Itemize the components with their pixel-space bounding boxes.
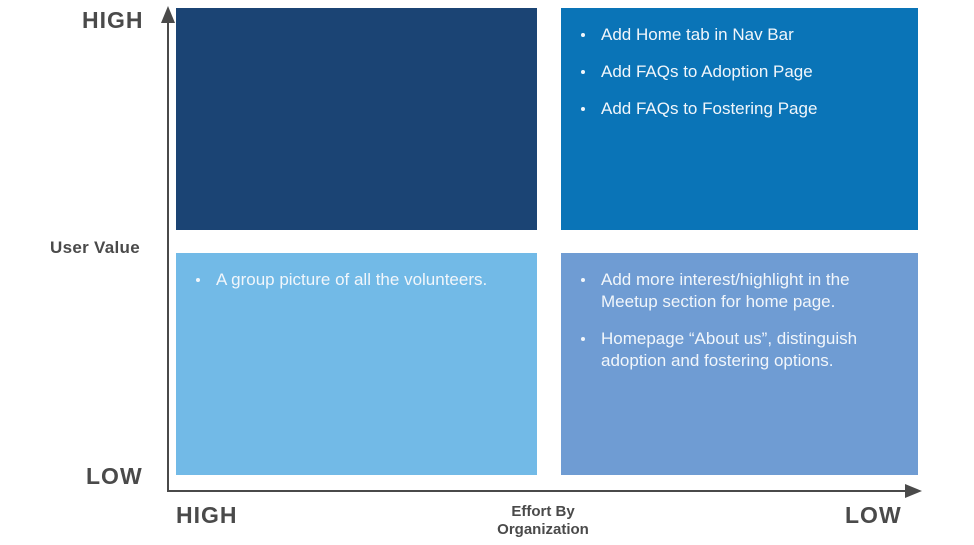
bullet-dot-icon [581,33,585,37]
bullet-dot-icon [581,337,585,341]
bullet-dot-icon [581,107,585,111]
quadrant-top-left [176,8,537,230]
quadrant-bottom-left-list: A group picture of all the volunteers. [176,253,537,318]
bullet-text: Homepage “About us”, distinguish adoptio… [601,329,858,370]
y-axis-title: User Value [50,238,140,257]
quadrant-top-left-list [176,8,537,36]
bullet-text: Add FAQs to Fostering Page [601,99,818,118]
bullet-text: A group picture of all the volunteers. [216,270,488,289]
x-axis-low-label: LOW [845,502,902,528]
quadrant-bottom-right-list: Add more interest/highlight in the Meetu… [561,253,918,399]
bullet-dot-icon [581,278,585,282]
y-axis-low-label: LOW [86,463,143,489]
bullet-text: Add FAQs to Adoption Page [601,62,813,81]
list-item: Add more interest/highlight in the Meetu… [579,269,880,313]
bullet-text: Add Home tab in Nav Bar [601,25,794,44]
y-axis-high-label: HIGH [82,7,144,33]
quadrant-bottom-right: Add more interest/highlight in the Meetu… [561,253,918,475]
bullet-dot-icon [196,278,200,282]
list-item: Homepage “About us”, distinguish adoptio… [579,328,880,372]
list-item: Add FAQs to Adoption Page [579,61,880,83]
list-item: A group picture of all the volunteers. [194,269,529,291]
bullet-text: Add more interest/highlight in the Meetu… [601,270,850,311]
quadrant-bottom-left: A group picture of all the volunteers. [176,253,537,475]
bullet-dot-icon [581,70,585,74]
x-axis-title: Effort By Organization [497,503,589,538]
x-axis-arrow-icon [905,484,922,498]
y-axis-arrow-icon [161,6,175,23]
list-item: Add Home tab in Nav Bar [579,24,880,46]
x-axis-high-label: HIGH [176,502,238,528]
list-item: Add FAQs to Fostering Page [579,98,880,120]
